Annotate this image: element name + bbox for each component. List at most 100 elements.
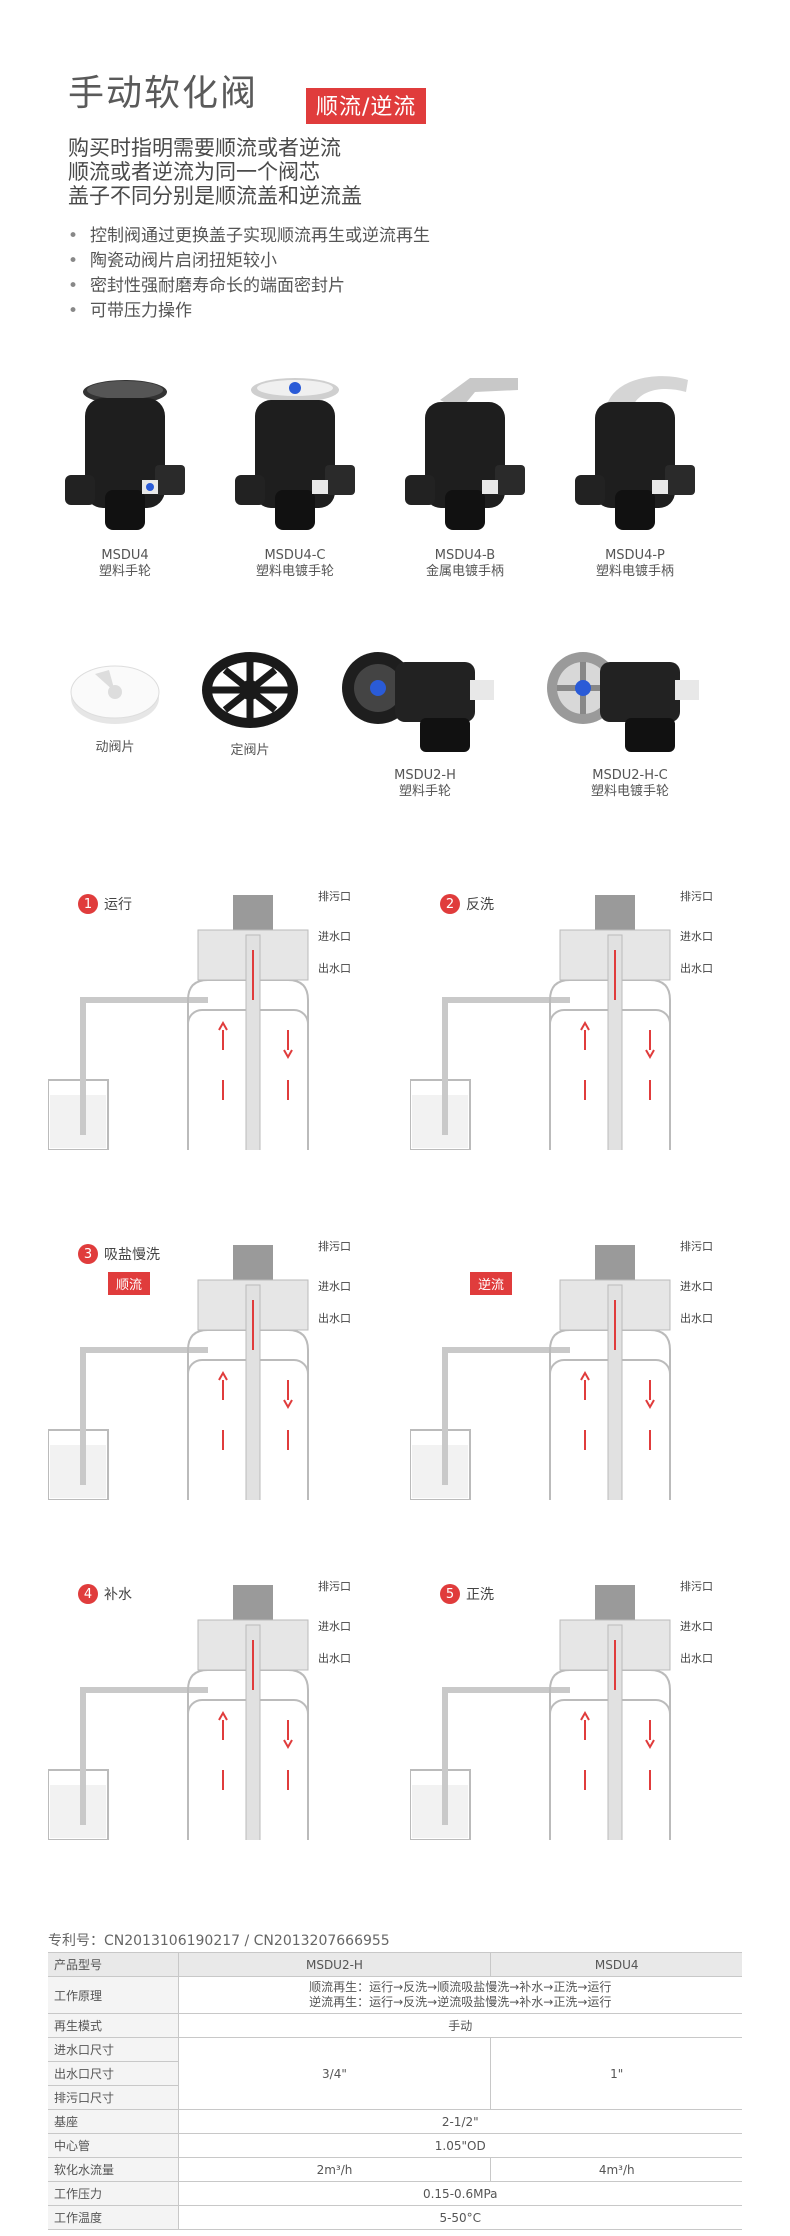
fixed-disc-image — [202, 652, 298, 728]
table-key: 排污口尺寸 — [48, 2085, 179, 2110]
table-key: 中心管 — [48, 2133, 179, 2158]
table-row: 中心管 1.05"OD — [48, 2133, 742, 2158]
drain-port-label: 排污口 — [318, 1240, 351, 1253]
outlet-port-label: 出水口 — [318, 1652, 351, 1665]
valve-chrome-wheel-image — [235, 378, 355, 530]
inlet-port-label: 进水口 — [680, 930, 713, 943]
drain-port-label: 排污口 — [318, 1580, 351, 1593]
table-key: 再生模式 — [48, 2013, 179, 2038]
product-model: MSDU4-P — [605, 548, 665, 563]
product-model: MSDU4-B — [434, 548, 496, 563]
table-cell: 2-1/2" — [178, 2109, 742, 2134]
outlet-port-label: 出水口 — [680, 1312, 713, 1325]
table-cell: 0.15-0.6MPa — [178, 2181, 742, 2206]
table-key: 工作原理 — [48, 1976, 179, 2014]
outlet-port-label: 出水口 — [680, 1652, 713, 1665]
flow-mode-tag: 顺流 — [108, 1272, 151, 1295]
inlet-port-label: 进水口 — [680, 1620, 713, 1633]
step-label: 3 吸盐慢洗 — [78, 1244, 160, 1264]
product-msdu4-b: MSDU4-B 金属电镀手柄 — [390, 370, 540, 580]
flow-mode-badge: 顺流/逆流 — [306, 88, 427, 124]
valve-metal-lever-image — [405, 378, 525, 530]
flow-schematic — [47, 895, 309, 1201]
step-number: 3 — [78, 1244, 98, 1264]
table-row: 工作原理 顺流再生：运行→反洗→顺流吸盐慢洗→补水→正洗→运行 逆流再生：运行→… — [48, 1976, 742, 2014]
step-name: 运行 — [104, 897, 132, 913]
valve-plastic-lever-image — [575, 376, 695, 530]
outlet-port-label: 出水口 — [318, 962, 351, 975]
valve-chrome-wheel-side-image — [547, 652, 699, 752]
table-row: 软化水流量 2m³/h 4m³/h — [48, 2157, 742, 2182]
step-label: 4 补水 — [78, 1584, 132, 1604]
product-desc: 塑料电镀手柄 — [595, 564, 674, 579]
product-desc: 塑料电镀手轮 — [255, 564, 334, 579]
product-desc: 金属电镀手柄 — [425, 564, 504, 579]
feature-item: 控制阀通过更换盖子实现顺流再生或逆流再生 — [68, 224, 430, 249]
table-key: 产品型号 — [48, 1952, 179, 1977]
part-moving-disc: 动阀片 — [60, 652, 170, 756]
step-name: 反洗 — [466, 897, 494, 913]
product-msdu4-p: MSDU4-P 塑料电镀手柄 — [560, 370, 710, 580]
flow-diagram: 4 补水 排污口进水口出水口 — [47, 1570, 398, 1891]
outlet-port-label: 出水口 — [318, 1312, 351, 1325]
spec-table: 产品型号 MSDU2-H MSDU4 工作原理 顺流再生：运行→反洗→顺流吸盐慢… — [48, 1952, 742, 2230]
valve-handwheel-side-image — [342, 652, 494, 752]
inlet-port-label: 进水口 — [318, 930, 351, 943]
intro-line: 盖子不同分别是顺流盖和逆流盖 — [68, 184, 362, 208]
outlet-port-label: 出水口 — [680, 962, 713, 975]
product-desc: 塑料手轮 — [98, 564, 151, 579]
table-key: 出水口尺寸 — [48, 2061, 179, 2086]
feature-item: 可带压力操作 — [68, 299, 430, 324]
table-cell: 1.05"OD — [178, 2133, 742, 2158]
inlet-port-label: 进水口 — [318, 1280, 351, 1293]
table-row: 基座 2-1/2" — [48, 2109, 742, 2134]
table-cell: MSDU2-H — [178, 1952, 491, 1977]
flow-schematic — [409, 895, 671, 1201]
drain-port-label: 排污口 — [318, 890, 351, 903]
ceramic-disc-image — [70, 665, 160, 724]
table-row: 出水口尺寸 — [48, 2061, 742, 2086]
flow-mode-tag: 逆流 — [470, 1272, 513, 1295]
patent-number: 专利号：CN2013106190217 / CN2013207666955 — [48, 1933, 390, 1949]
page-title: 手动软化阀 — [68, 73, 259, 114]
inlet-port-label: 进水口 — [680, 1280, 713, 1293]
inlet-port-label: 进水口 — [318, 1620, 351, 1633]
part-fixed-disc: 定阀片 — [190, 645, 310, 759]
table-cell: MSDU4 — [490, 1952, 742, 1977]
table-cell: 1" — [490, 2037, 742, 2110]
table-cell: 2m³/h — [178, 2157, 491, 2182]
flow-diagram: 逆流 排污口进水口出水口 — [409, 1230, 760, 1551]
table-key: 工作压力 — [48, 2181, 179, 2206]
feature-list: 控制阀通过更换盖子实现顺流再生或逆流再生 陶瓷动阀片启闭扭矩较小 密封性强耐磨寿… — [68, 224, 430, 324]
step-name: 吸盐慢洗 — [104, 1247, 160, 1263]
drain-port-label: 排污口 — [680, 1240, 713, 1253]
intro-line: 顺流或者逆流为同一个阀芯 — [68, 160, 320, 184]
feature-item: 陶瓷动阀片启闭扭矩较小 — [68, 249, 430, 274]
table-cell: 手动 — [178, 2013, 742, 2038]
table-cell: 3/4" — [178, 2037, 491, 2110]
step-name: 补水 — [104, 1587, 132, 1603]
step-number: 4 — [78, 1584, 98, 1604]
product-msdu2-h-c: MSDU2-H-C 塑料电镀手轮 — [540, 640, 720, 800]
table-row: 工作压力 0.15-0.6MPa — [48, 2181, 742, 2206]
table-row: 工作温度 5-50°C — [48, 2205, 742, 2230]
product-msdu2-h: MSDU2-H 塑料手轮 — [335, 640, 515, 800]
table-key: 基座 — [48, 2109, 179, 2134]
table-row: 产品型号 MSDU2-H MSDU4 — [48, 1952, 742, 1977]
product-desc: 塑料电镀手轮 — [590, 784, 669, 799]
principle-line: 逆流再生：运行→反洗→逆流吸盐慢洗→补水→正洗→运行 — [309, 1995, 612, 2009]
product-msdu4: MSDU4 塑料手轮 — [50, 370, 200, 580]
step-name: 正洗 — [466, 1587, 494, 1603]
table-cell: 4m³/h — [490, 2157, 742, 2182]
product-model: MSDU4 — [101, 548, 149, 563]
table-key: 软化水流量 — [48, 2157, 179, 2182]
feature-item: 密封性强耐磨寿命长的端面密封片 — [68, 274, 430, 299]
flow-schematic — [47, 1245, 309, 1551]
product-model: MSDU4-C — [264, 548, 326, 563]
table-key: 工作温度 — [48, 2205, 179, 2230]
drain-port-label: 排污口 — [680, 890, 713, 903]
